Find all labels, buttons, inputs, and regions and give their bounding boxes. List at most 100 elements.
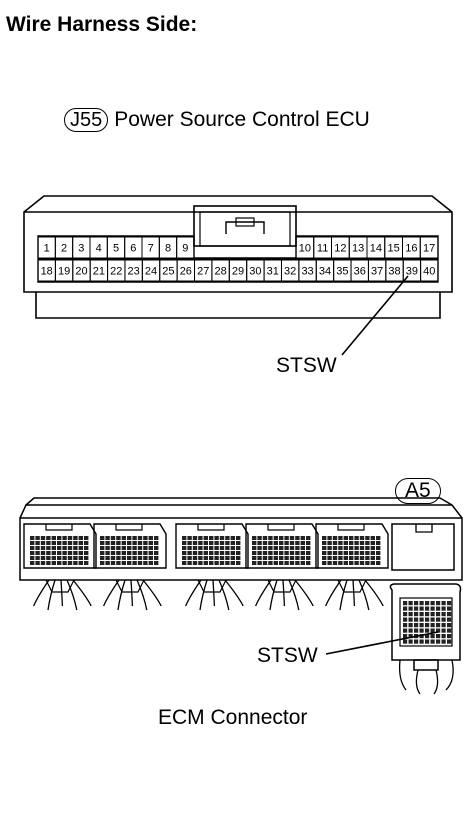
ecm-pin [78, 551, 83, 555]
ecm-pin [132, 556, 137, 560]
ecm-pin [209, 541, 214, 545]
ecm-pin [67, 561, 73, 565]
ecm-pin [365, 551, 370, 555]
ecm-pin [279, 546, 284, 550]
ecm-pin [121, 541, 126, 545]
ecm-pin [100, 541, 105, 545]
ecm-pin [343, 546, 348, 550]
ecm-pin [46, 546, 51, 550]
ecm-pin [262, 541, 268, 545]
ecm-pin [370, 551, 375, 555]
ecm-pin [354, 541, 359, 545]
ecm-pin [262, 536, 268, 540]
a5-pin [430, 639, 435, 644]
ecm-pin [148, 561, 153, 565]
ecm-pin [306, 551, 311, 555]
a5-pin [441, 628, 446, 633]
ecm-pin [187, 556, 192, 560]
a5-pin [436, 639, 441, 644]
ecm-pin [148, 556, 153, 560]
ecm-pin [289, 541, 295, 545]
ecm-pin [332, 536, 338, 540]
ecm-pin [300, 546, 305, 550]
ecm-pin [214, 551, 219, 555]
ecm-pin [257, 561, 262, 565]
a5-pin [403, 628, 408, 633]
a5-pin [408, 639, 413, 644]
ecm-pin [46, 536, 51, 540]
ecm-pin [252, 556, 257, 560]
ecm-pin [51, 561, 56, 565]
ecm-pin [365, 546, 370, 550]
ecm-pin [73, 546, 78, 550]
a5-pin [425, 628, 430, 633]
a5-pin [436, 601, 441, 606]
a5-pin-grid [403, 601, 452, 644]
ecm-pin [376, 556, 381, 560]
ecm-pin [116, 536, 121, 540]
ecm-pin [300, 551, 305, 555]
page-title: Wire Harness Side: [6, 13, 198, 36]
ecm-pin [365, 536, 370, 540]
a5-pin [419, 628, 424, 633]
ecm-stsw-label: STSW [257, 644, 318, 667]
j55-pin-number: 3 [78, 243, 84, 255]
ecm-pin [354, 561, 359, 565]
ecm-pin [300, 536, 305, 540]
ecm-pin [273, 561, 278, 565]
ecm-pin [62, 561, 67, 565]
j55-pin-number: 34 [319, 266, 331, 278]
ecm-pin [127, 556, 132, 560]
a5-pin [403, 601, 408, 606]
ecm-pin [268, 546, 273, 550]
ecm-pin [154, 546, 159, 550]
j55-stsw-label: STSW [276, 354, 337, 377]
a5-pin [419, 639, 424, 644]
j55-pin-cell [419, 236, 439, 259]
ecm-pin [143, 556, 148, 560]
ecm-pin [262, 546, 268, 550]
ecm-pin [51, 551, 56, 555]
ecm-pin [338, 546, 343, 550]
ecm-pin [338, 536, 343, 540]
ecm-pin [252, 551, 257, 555]
ecm-pin [219, 551, 225, 555]
ecm-pin [349, 546, 354, 550]
ecm-pin [127, 541, 132, 545]
j55-connector-code: J55 [64, 108, 109, 132]
j55-pin-number: 16 [405, 243, 417, 255]
a5-pin [441, 617, 446, 622]
ecm-pin [40, 546, 46, 550]
a5-pin [414, 601, 419, 606]
ecm-pin [219, 546, 225, 550]
ecm-module-wires [185, 579, 244, 611]
ecm-pin [273, 551, 278, 555]
ecm-pin [284, 546, 289, 550]
ecm-pin [295, 556, 300, 560]
ecm-pin [289, 536, 295, 540]
ecm-module-wires [325, 579, 384, 611]
a5-pin [414, 623, 419, 628]
ecm-pin [100, 546, 105, 550]
a5-pin [408, 623, 413, 628]
ecm-pin [306, 541, 311, 545]
ecm-pin [57, 551, 62, 555]
ecm-pin [268, 536, 273, 540]
a5-pin [408, 601, 413, 606]
j55-pin-number: 29 [232, 266, 244, 278]
ecm-pin [262, 561, 268, 565]
ecm-pin [230, 551, 235, 555]
ecm-pin [300, 541, 305, 545]
j55-pin-number: 32 [284, 266, 296, 278]
j55-pin-number: 10 [299, 243, 311, 255]
ecm-pin [148, 546, 153, 550]
ecm-pin [105, 536, 110, 540]
ecm-pin [214, 556, 219, 560]
a5-pin [425, 601, 430, 606]
ecm-pin [198, 536, 203, 540]
a5-pin [430, 617, 435, 622]
ecm-pin [219, 536, 225, 540]
a5-pin [447, 628, 452, 633]
ecm-pin [192, 541, 198, 545]
